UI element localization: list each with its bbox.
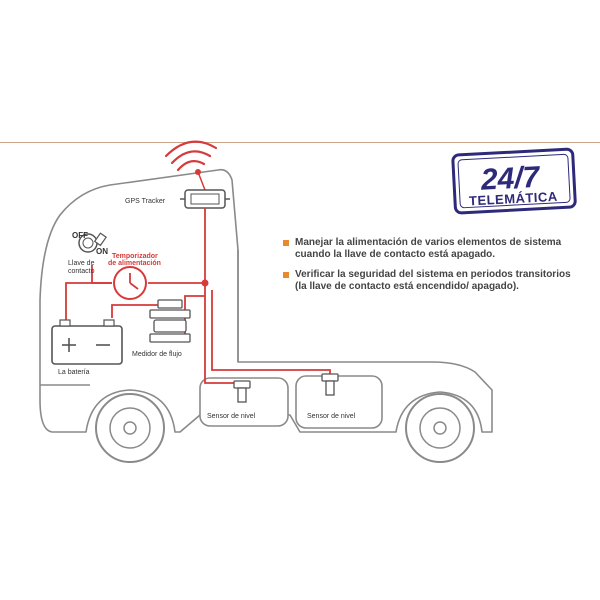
level-sensor-1-label: Sensor de nivel bbox=[207, 413, 256, 420]
feature-text: Manejar la alimentación de varios elemen… bbox=[295, 237, 562, 260]
top-divider bbox=[0, 142, 600, 143]
timer-label-1: Temporizador bbox=[112, 253, 158, 260]
level-sensor-1-icon bbox=[233, 380, 251, 403]
timer-clock-icon bbox=[113, 266, 147, 300]
level-sensor-2-icon bbox=[321, 373, 339, 396]
gps-tracker-label: GPS Tracker bbox=[125, 198, 166, 205]
rear-wheel bbox=[405, 393, 475, 463]
flow-meter-icon bbox=[149, 299, 191, 343]
telematics-badge: 24/7 TELEMÁTICA bbox=[451, 147, 577, 215]
ignition-key-label-2: contacto bbox=[68, 268, 95, 275]
badge-main-text: 24/7 bbox=[479, 161, 541, 197]
front-wheel bbox=[95, 393, 165, 463]
badge-sub-text: TELEMÁTICA bbox=[469, 189, 559, 209]
wiring-junction bbox=[201, 279, 209, 287]
feature-item: Verificar la seguridad del sistema en pe… bbox=[283, 269, 583, 293]
flow-meter-label: Medidor de flujo bbox=[132, 351, 182, 358]
ignition-off-label: OFF bbox=[72, 231, 88, 240]
feature-text: Verificar la seguridad del sistema en pe… bbox=[295, 269, 571, 292]
ignition-on-label: ON bbox=[96, 247, 108, 256]
feature-item: Manejar la alimentación de varios elemen… bbox=[283, 237, 583, 261]
level-sensor-2-label: Sensor de nivel bbox=[307, 413, 356, 420]
battery-icon bbox=[51, 319, 123, 365]
timer-label-2: de alimentación bbox=[108, 260, 161, 267]
bullet-square-icon bbox=[283, 240, 289, 246]
ignition-key-label-1: Llave de bbox=[68, 260, 95, 267]
battery-label: La batería bbox=[58, 369, 90, 376]
gps-tracker-device bbox=[180, 171, 230, 209]
bullet-square-icon bbox=[283, 272, 289, 278]
ignition-key-icon bbox=[78, 232, 107, 253]
feature-list: Manejar la alimentación de varios elemen… bbox=[283, 237, 583, 301]
signal-waves-icon bbox=[164, 140, 218, 172]
